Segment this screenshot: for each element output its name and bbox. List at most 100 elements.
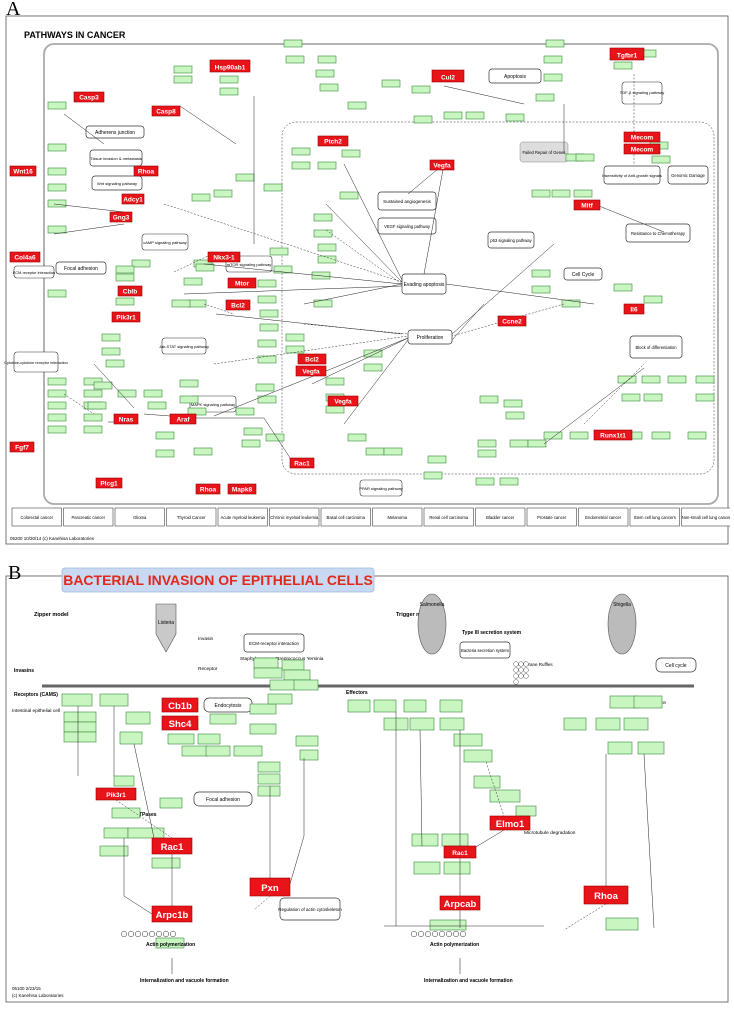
gene-label: Cul2 bbox=[441, 74, 455, 81]
svg-text:Elmo1: Elmo1 bbox=[496, 819, 525, 830]
gene-tgfbr1 bbox=[609, 47, 645, 61]
gene-label: Il6 bbox=[630, 306, 638, 313]
genomic-damage-box: Genomic Damage bbox=[671, 173, 705, 178]
effectors-label: Effectors bbox=[346, 690, 368, 696]
gene-label: Pik3r1 bbox=[116, 314, 136, 321]
p53-box: p53 signaling pathway bbox=[490, 238, 532, 243]
gene-col4a6 bbox=[9, 251, 41, 263]
gene-rhoa bbox=[583, 885, 629, 905]
gene-vegfa bbox=[327, 395, 359, 407]
gene-araf bbox=[169, 413, 197, 425]
green-gene-boxes-b bbox=[61, 657, 665, 949]
gene-elmo1 bbox=[489, 815, 531, 831]
gene-cul2 bbox=[431, 69, 465, 83]
gene-wnt16 bbox=[9, 165, 37, 177]
cancer-type-label: Endometrial cancer bbox=[585, 515, 622, 520]
receptors-label: Receptors (CAMS) bbox=[14, 692, 58, 698]
cell-cycle-box: Cell Cycle bbox=[572, 272, 595, 278]
panel-a: A PATHWAYS IN CANCER Apoptosis Adherens … bbox=[4, 0, 731, 546]
gene-rhoa bbox=[133, 165, 159, 177]
gene-label: Wnt16 bbox=[13, 168, 33, 175]
gene-mecom bbox=[623, 143, 661, 155]
microtubule-label: Microtubule degradation bbox=[524, 830, 576, 836]
footer-b2: (c) Kanehisa Laboratories bbox=[12, 993, 64, 998]
gene-mecom bbox=[623, 131, 661, 143]
cancer-type-label: Pancreatic cancer bbox=[71, 515, 105, 520]
panel-b: B BACTERIAL INVASION OF EPITHELIAL CELLS… bbox=[4, 562, 730, 1004]
gene-hsp90ab1 bbox=[209, 59, 251, 73]
gene-label: Nkx3-1 bbox=[213, 254, 235, 261]
gene-bcl2 bbox=[297, 353, 327, 365]
gene-ccne2 bbox=[497, 315, 527, 327]
invasin-label: Invasin bbox=[198, 636, 214, 642]
gene-vegfa bbox=[295, 365, 327, 377]
gene-rac1-b bbox=[443, 845, 477, 859]
mapk-box: MAPK signaling pathway bbox=[191, 402, 235, 407]
gene-label: Mecom bbox=[631, 134, 654, 141]
block-differentiation-box: Block of differentiation bbox=[635, 345, 677, 350]
cancer-type-label: Basal cell carcinoma bbox=[327, 515, 366, 520]
edges-b bbox=[77, 706, 655, 931]
gene-cblb bbox=[117, 285, 143, 297]
endocytosis-box: Endocytosis bbox=[215, 703, 242, 709]
footer-b1: 05100 2/23/15 bbox=[12, 986, 41, 991]
wnt-box: Wnt signaling pathway bbox=[97, 181, 137, 186]
ecm-box: ECM-receptor interaction bbox=[13, 271, 55, 275]
resistance-box: Resistance to Chemotherapy bbox=[631, 231, 686, 236]
gene-adcy1 bbox=[121, 193, 145, 205]
gene-label: Vegfa bbox=[334, 398, 352, 405]
jak-stat-box: Jak-STAT signaling pathway bbox=[159, 344, 209, 349]
focal-adhesion-box: Focal adhesion bbox=[64, 266, 98, 272]
listeria-label: Listeria bbox=[158, 620, 174, 626]
vegf-box: VEGF signaling pathway bbox=[384, 224, 431, 229]
gene-arpc1b bbox=[151, 905, 193, 923]
pathway-title-b: BACTERIAL INVASION OF EPITHELIAL CELLS bbox=[63, 572, 373, 588]
gene-arpcab bbox=[439, 895, 481, 911]
gene-label: Gng3 bbox=[113, 214, 130, 221]
gene-rac1 bbox=[151, 837, 193, 855]
gene-label: Mecom bbox=[631, 146, 654, 153]
proliferation-box: Proliferation bbox=[417, 335, 444, 341]
svg-text:Pik3r1: Pik3r1 bbox=[106, 792, 126, 799]
svg-text:Arpcab: Arpcab bbox=[444, 899, 477, 910]
gene-fgf7 bbox=[9, 441, 35, 453]
cytokine-box: Cytokine-cytokine receptor interaction bbox=[4, 361, 68, 365]
pathways-in-cancer-diagram: PATHWAYS IN CANCER Apoptosis Adherens ju… bbox=[4, 15, 731, 545]
iec-label: Intestinal epithelial cell bbox=[12, 708, 60, 714]
gene-label: Cblb bbox=[123, 288, 137, 295]
panel-b-label: B bbox=[8, 562, 22, 584]
gene-rac1 bbox=[289, 457, 315, 469]
cancer-type-label: Non-small cell lung cancer bbox=[682, 515, 730, 520]
actin-filaments bbox=[120, 661, 529, 974]
cancer-type-label: Chronic myeloid leukemia bbox=[270, 515, 319, 520]
gene-label: Bcl2 bbox=[231, 302, 245, 309]
gene-label: Mapk8 bbox=[232, 486, 253, 493]
ruffles-label: Membrane Ruffles bbox=[516, 662, 553, 667]
pathway-title: PATHWAYS IN CANCER bbox=[24, 30, 126, 40]
red-gene-boxes: Casp3Casp8Hsp90ab1Cul2Tgfbr1Wnt16Ptch2Ve… bbox=[9, 47, 661, 495]
svg-text:Shc4: Shc4 bbox=[169, 719, 192, 730]
trigger-label: Trigger model bbox=[396, 612, 433, 618]
regulation-box: Regulation of actin cytoskeleton bbox=[278, 907, 342, 912]
footer-a: 05200 10/30/14 (c) Kanehisa Laboratories bbox=[10, 536, 95, 541]
gene-vegfa bbox=[429, 159, 455, 171]
gene-label: Rac1 bbox=[294, 460, 310, 467]
bacteria-names: Staphylococcus Streptococcus Yersinia bbox=[240, 656, 324, 662]
cancer-type-label: Bladder cancer bbox=[486, 515, 515, 520]
actin-poly-left: Actin polymerization bbox=[146, 942, 195, 948]
svg-text:Rac1: Rac1 bbox=[161, 842, 184, 853]
gene-nkx3-1 bbox=[207, 251, 241, 263]
gene-gng3 bbox=[109, 211, 133, 223]
evading-apoptosis-box: Evading apoptosis bbox=[404, 282, 445, 288]
gene-il6 bbox=[623, 303, 645, 315]
gene-label: Casp3 bbox=[79, 94, 99, 101]
gene-label: Plcg1 bbox=[100, 480, 118, 487]
red-genes-b: Cb1b Shc4 Pik3r1 Rac1 Pxn Arpc1b Elmo1 R… bbox=[95, 697, 629, 923]
gene-label: Mitf bbox=[581, 202, 593, 209]
gene-mitf bbox=[573, 199, 601, 211]
gene-nras bbox=[113, 413, 139, 425]
internalization-left: Internalization and vacuole formation bbox=[140, 978, 229, 984]
rho-label: Rho GTPases bbox=[124, 812, 157, 818]
svg-text:Cb1b: Cb1b bbox=[168, 701, 192, 712]
gene-cb1b bbox=[161, 697, 199, 713]
